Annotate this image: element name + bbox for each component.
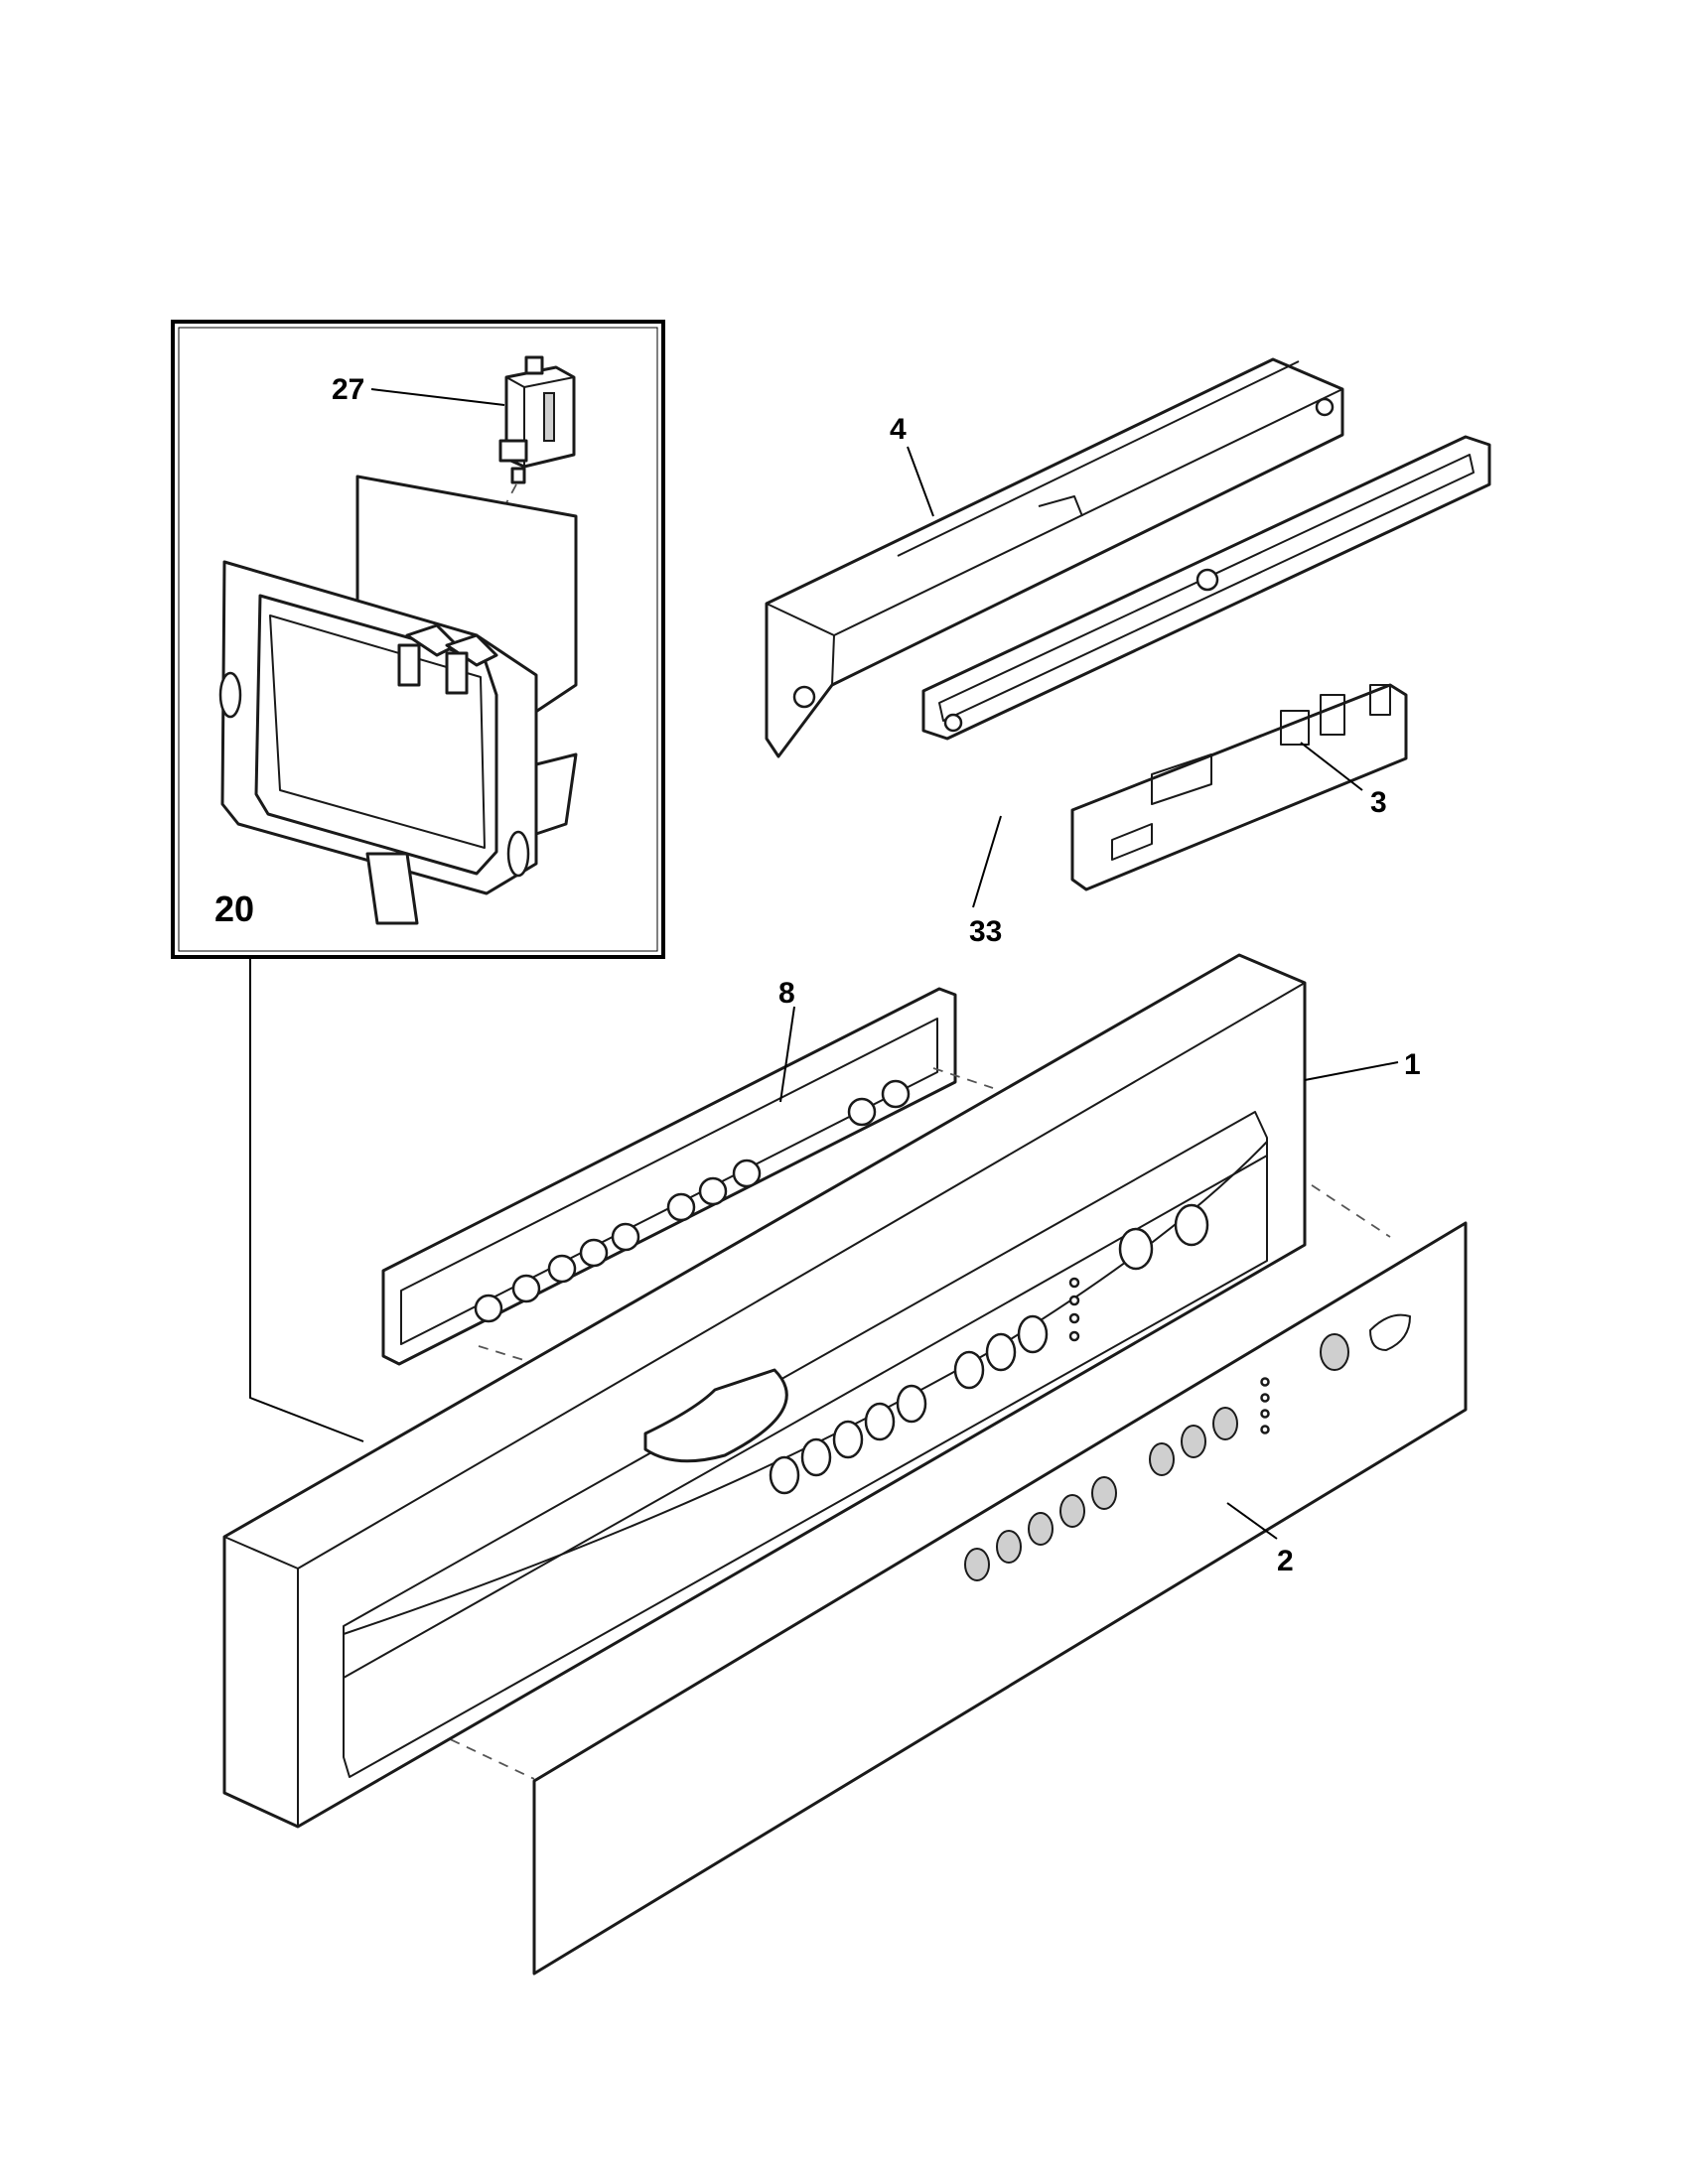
align-dash-4 (352, 1693, 535, 1780)
callout-2: 2 (1277, 1545, 1294, 1577)
leader-2 (1226, 1502, 1278, 1540)
switch-board-buttons (474, 1079, 911, 1323)
console-panel-buttons (769, 1203, 1209, 1495)
overlay-2-buttons (964, 1313, 1411, 1581)
align-dash-2 (1296, 1174, 1391, 1238)
leader-3 (1300, 742, 1363, 791)
switch-board-8 (381, 987, 957, 1366)
switch-27 (498, 355, 576, 484)
detail-connector-line (249, 957, 364, 1442)
detail-box-20: 27 20 (171, 320, 665, 959)
detail-box-frame-inner (178, 327, 658, 952)
console-panel-1 (222, 953, 1307, 1829)
leader-4 (907, 446, 934, 517)
callout-33: 33 (969, 915, 1002, 948)
callout-27: 27 (332, 373, 364, 406)
callout-1: 1 (1404, 1048, 1421, 1081)
control-board-3 (1070, 683, 1408, 891)
dispenser-20 (218, 475, 578, 925)
leader-33 (972, 815, 1002, 908)
leader-8 (779, 1006, 795, 1103)
gasket-33 (921, 435, 1491, 741)
detail-box-frame (171, 320, 665, 959)
control-housing-4 (765, 357, 1344, 758)
callout-20: 20 (214, 888, 254, 929)
align-dash-3 (478, 1345, 557, 1371)
overlay-2 (532, 1221, 1468, 1976)
leader-27 (370, 388, 505, 406)
callout-8: 8 (778, 977, 795, 1010)
callout-4: 4 (890, 413, 907, 446)
callout-3: 3 (1370, 786, 1387, 819)
leader-1 (1304, 1061, 1399, 1081)
